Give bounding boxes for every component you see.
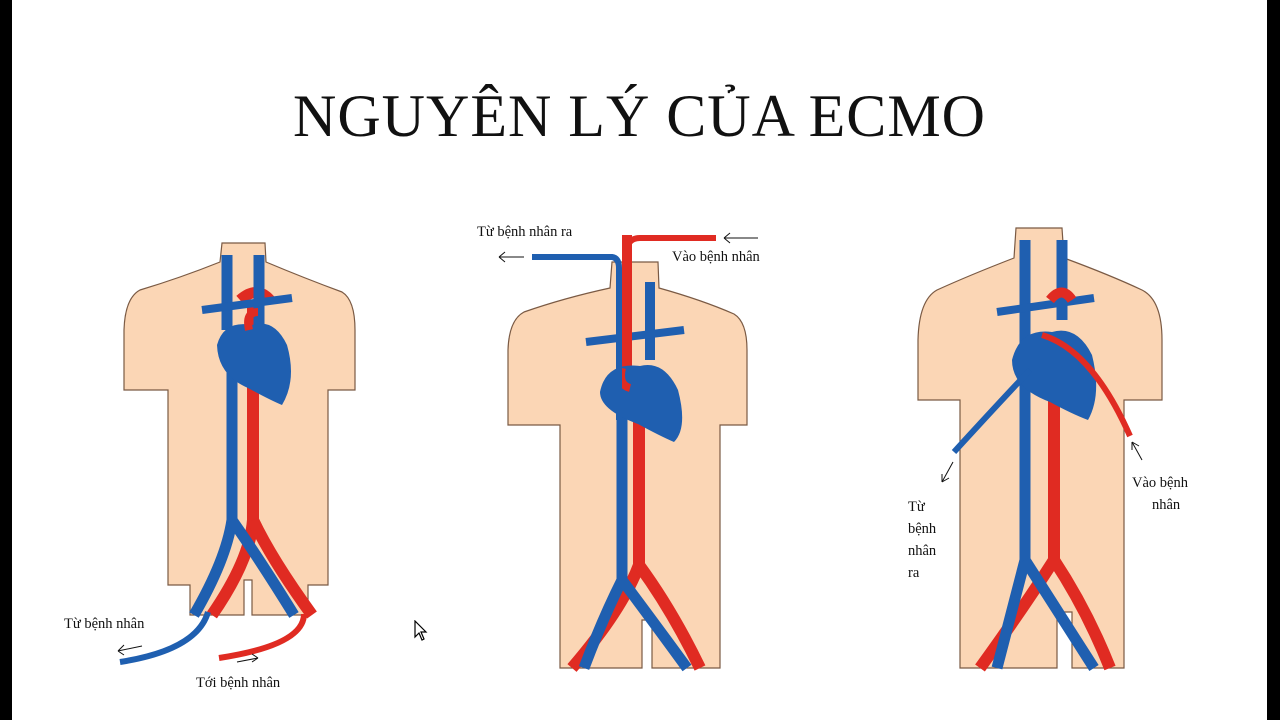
- figure-1-out-label: Từ bệnh nhân: [64, 616, 145, 632]
- figure-3-in-label-line: nhân: [1152, 497, 1181, 513]
- figure-3-out-label-line: nhân: [908, 543, 937, 559]
- arrow-icon: [498, 232, 758, 263]
- figure-2-out-label: Từ bệnh nhân ra: [477, 224, 573, 240]
- figure-2-in-label: Vào bệnh nhân: [672, 249, 760, 265]
- figure-2-diagram: [498, 232, 758, 672]
- arrow-icon: [117, 644, 259, 663]
- figure-3-diagram: [917, 227, 1163, 672]
- vessels: [567, 235, 706, 672]
- figure-1-in-label: Tới bệnh nhân: [196, 675, 281, 691]
- vessels: [975, 240, 1116, 672]
- body-silhouette: [917, 227, 1163, 669]
- vessels: [189, 255, 317, 619]
- heart-icon: [217, 308, 291, 405]
- figure-3-out-label-line: bệnh: [908, 521, 937, 537]
- slide-title: NGUYÊN LÝ CỦA ECMO: [293, 83, 986, 149]
- mouse-cursor-icon: [414, 620, 428, 641]
- figure-1-diagram: [117, 242, 356, 665]
- figure-3-in-label: Vào bệnh nhân: [1132, 472, 1188, 516]
- arrow-icon: [941, 441, 1143, 483]
- figure-3-out-label-line: Từ: [908, 499, 925, 515]
- figure-3-out-label: Từ bệnh nhân ra: [908, 496, 936, 584]
- figure-3-in-label-line: Vào bệnh: [1132, 475, 1188, 491]
- cannula: [119, 611, 307, 665]
- slide: NGUYÊN LÝ CỦA ECMO: [12, 0, 1267, 720]
- figure-3-out-label-line: ra: [908, 565, 920, 581]
- cannula: [951, 332, 1133, 455]
- body-silhouette: [123, 242, 356, 616]
- cannula: [532, 235, 716, 420]
